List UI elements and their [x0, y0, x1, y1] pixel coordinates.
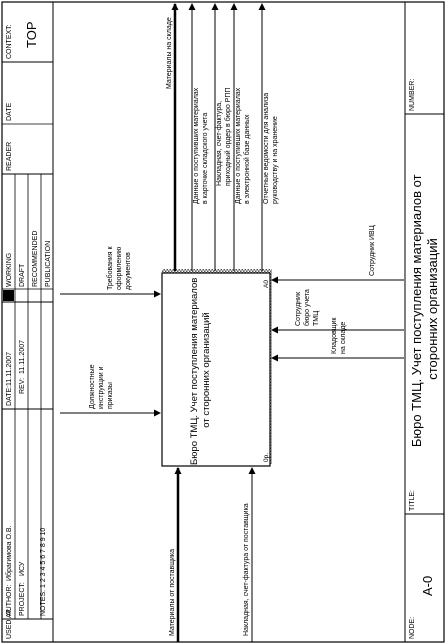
output-label-database: Данные о поступивших материалах в электр…: [235, 86, 251, 204]
control-label-requirements: Требования к оформлению документов: [106, 244, 132, 290]
status-publication: PUBLICATION: [45, 241, 52, 287]
date2-label: DATE: [6, 103, 13, 121]
node-label: NODE:: [409, 617, 416, 639]
footer-title: Бюро ТМЦ. Учет поступления материалов от…: [409, 171, 440, 447]
footer-block: NODE: A-0 TITLE: Бюро ТМЦ. Учет поступле…: [404, 2, 444, 642]
status-recommended: RECOMMENDED: [32, 231, 39, 287]
used-at-label: USED AT:: [6, 608, 13, 639]
input-label-invoice: Накладная, счет-фактура от поставщика: [243, 503, 250, 636]
output-label-card: Данные о поступивших материалах в карточ…: [193, 86, 209, 204]
mechanism-arrows: Кладовщик на складе Сотрудник бюро учета…: [271, 224, 404, 362]
input-arrows: Материалы от поставщика Накладная, счет-…: [169, 467, 256, 642]
status-working: WORKING: [6, 253, 13, 287]
context-label: CONTEXT:: [6, 24, 13, 59]
mechanism-label-tmc-staff: Сотрудник бюро учета ТМЦ: [295, 287, 320, 326]
output-label-materials: Материалы на складе: [166, 17, 173, 89]
number-label: NUMBER:: [409, 79, 416, 111]
control-label-instructions: Должностные инструкции и приказы: [89, 362, 114, 409]
date-label: DATE:: [6, 386, 13, 406]
output-arrows: Материалы на складе Данные о поступивших…: [166, 3, 279, 271]
rev-label: REV:: [19, 378, 26, 394]
author-label: AUTHOR:: [6, 584, 13, 616]
mechanism-label-ivc-staff: Сотрудник ИВЦ: [369, 224, 376, 276]
output-label-reports: Отчетные ведомости для анализа руководст…: [263, 91, 279, 204]
context-value: TOP: [24, 22, 39, 49]
project-label: PROJECT:: [19, 582, 26, 616]
header-block: USED AT: AUTHOR: Ибрагимова О.В. PROJECT…: [2, 2, 54, 642]
date-value: 11.11.2007: [6, 352, 13, 386]
node-value: A-0: [420, 576, 435, 596]
author-value: Ибрагимова О.В.: [5, 525, 13, 581]
output-label-documents: Накладная, счет-фактура, приходный ордер…: [216, 88, 232, 186]
activity-name: Бюро ТМЦ. Учет поступления материалов от…: [189, 275, 212, 465]
title-label: TITLE:: [409, 490, 416, 511]
working-status-marker: [3, 290, 14, 301]
status-draft: DRAFT: [19, 263, 26, 287]
activity-box[interactable]: Бюро ТМЦ. Учет поступления материалов от…: [161, 269, 272, 467]
activity-cost: A0: [263, 280, 270, 288]
input-label-materials: Материалы от поставщика: [169, 549, 176, 636]
mechanism-label-storekeeper: Кладовщик на складе: [331, 316, 347, 354]
reader-label: READER: [6, 142, 13, 171]
project-value: ИСУ: [19, 561, 26, 576]
notes-numbers: 1 2 3 4 5 6 7 8 9 10: [40, 528, 47, 588]
rev-value: 11.11.2007: [19, 340, 26, 374]
notes-label: NOTES:: [40, 590, 47, 616]
control-arrows: Должностные инструкции и приказы Требова…: [60, 244, 161, 417]
activity-number: 0р.: [263, 453, 270, 462]
